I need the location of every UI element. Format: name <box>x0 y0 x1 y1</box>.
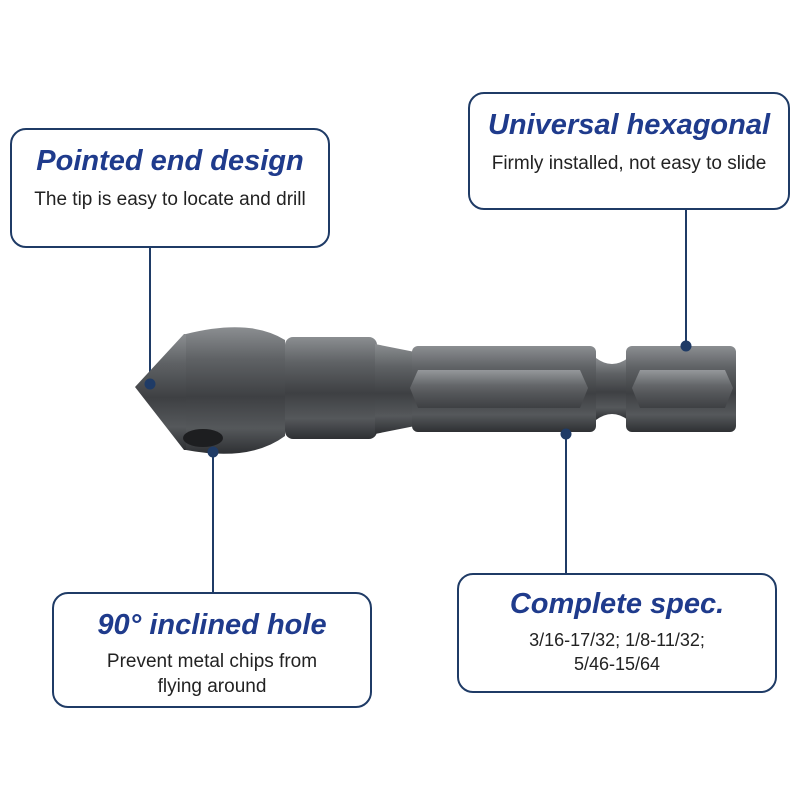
callout-text: Firmly installed, not easy to slide <box>491 152 767 174</box>
callout-pointed-end: Pointed end design The tip is easy to lo… <box>10 128 330 248</box>
callout-text-line: flying around <box>157 676 267 698</box>
callout-text-line: 5/46-15/64 <box>573 654 661 675</box>
callout-text-line: Prevent metal chips from <box>106 650 318 672</box>
connector-dot-pointed <box>144 378 156 390</box>
shank-groove <box>596 358 628 420</box>
callout-title: Universal hexagonal <box>487 109 771 141</box>
connector-dot-hole <box>207 446 219 458</box>
callout-title: 90° inclined hole <box>97 609 327 641</box>
callout-complete-spec: Complete spec. 3/16-17/32; 1/8-11/32; 5/… <box>457 573 777 693</box>
callout-text: The tip is easy to locate and drill <box>34 188 306 210</box>
callout-text: Prevent metal chips from flying around <box>64 649 360 700</box>
inclined-hole <box>183 429 223 447</box>
callout-title: Complete spec. <box>509 588 725 620</box>
callout-text-line: 3/16-17/32; 1/8-11/32; <box>529 629 705 650</box>
connector-dot-spec <box>560 428 572 440</box>
callout-text: 3/16-17/32; 1/8-11/32; 5/46-15/64 <box>469 628 765 677</box>
drill-taper <box>375 344 415 434</box>
hex-shank-face <box>410 370 588 408</box>
callout-inclined-hole: 90° inclined hole Prevent metal chips fr… <box>52 592 372 708</box>
callout-title: Pointed end design <box>36 145 304 177</box>
drill-collar <box>285 337 377 439</box>
hex-end-face <box>632 370 733 408</box>
callout-universal-hexagonal: Universal hexagonal Firmly installed, no… <box>468 92 790 210</box>
drill-cone-tip <box>135 334 190 450</box>
connector-dot-hexagonal <box>680 340 692 352</box>
drill-bit <box>135 327 736 454</box>
drill-body <box>186 327 285 454</box>
